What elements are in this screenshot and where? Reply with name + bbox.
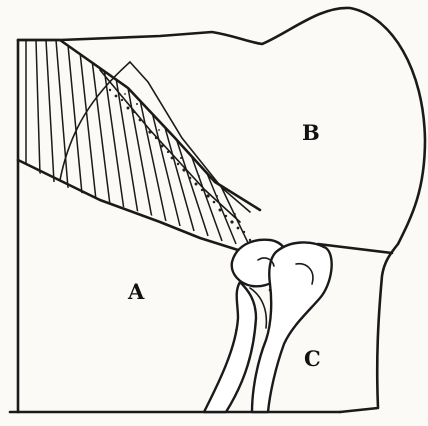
radius-bone bbox=[204, 282, 256, 412]
blade-lines bbox=[60, 62, 250, 222]
label-b: B bbox=[302, 120, 320, 145]
label-a: A bbox=[127, 279, 145, 304]
label-c: C bbox=[304, 346, 321, 371]
boundary-a-wedge bbox=[18, 160, 238, 250]
frame bbox=[10, 40, 392, 412]
bone-structure bbox=[204, 240, 332, 412]
